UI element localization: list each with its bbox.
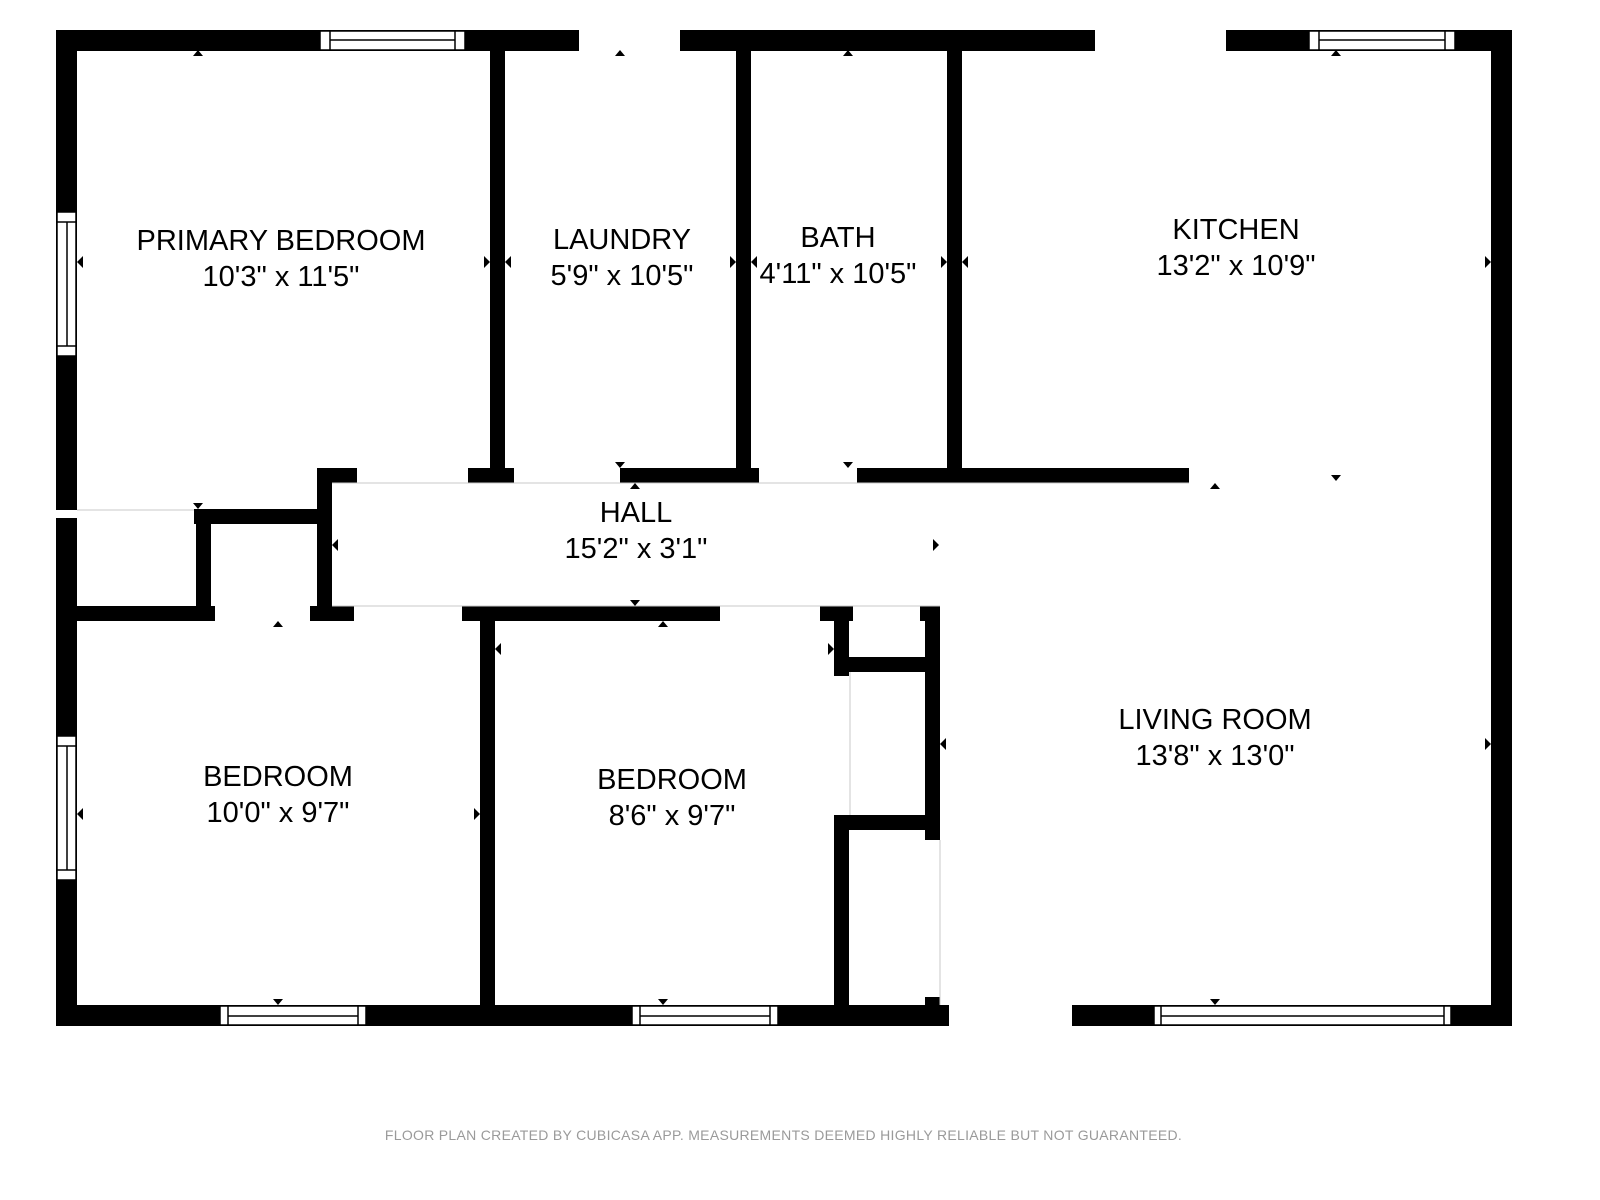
room-dimensions: 13'2" x 10'9" [1156,250,1316,282]
room-name: BEDROOM [203,761,353,793]
interior-walls [77,51,1189,1007]
room-name: LIVING ROOM [1118,704,1312,736]
window-left-bedroom [56,735,77,881]
threshold-lines [77,482,1189,1005]
room-dimensions: 10'0" x 9'7" [206,797,350,829]
dimension-markers [77,50,1491,1005]
room-bedroom-1: BEDROOM 10'0" x 9'7" [203,759,353,831]
room-laundry: LAUNDRY 5'9" x 10'5" [551,222,694,294]
room-dimensions: 5'9" x 10'5" [550,260,694,292]
window-left-primary-bedroom [56,211,77,357]
room-dimensions: 10'3" x 11'5" [202,261,360,293]
disclaimer-footer: FLOOR PLAN CREATED BY CUBICASA APP. MEAS… [384,1127,1183,1143]
room-dimensions: 4'11" x 10'5" [759,258,917,290]
room-bedroom-2: BEDROOM 8'6" x 9'7" [597,762,747,834]
windows [56,30,1456,1026]
room-bath: BATH 4'11" x 10'5" [760,220,917,292]
window-bottom-living-room [1153,1005,1452,1026]
room-primary-bedroom: PRIMARY BEDROOM 10'3" x 11'5" [137,223,426,295]
window-top-primary-bedroom [319,30,466,51]
room-name: HALL [599,497,673,529]
room-name: BATH [800,222,876,254]
room-dimensions: 8'6" x 9'7" [608,800,736,832]
room-name: KITCHEN [1172,214,1300,246]
room-kitchen: KITCHEN 13'2" x 10'9" [1156,212,1315,284]
room-dimensions: 15'2" x 3'1" [564,533,708,565]
room-name: LAUNDRY [552,224,692,256]
room-name: BEDROOM [597,764,747,796]
exterior-doorways [56,30,1226,1026]
window-top-kitchen [1308,30,1456,51]
room-name: PRIMARY BEDROOM [136,225,426,257]
room-hall: HALL 15'2" x 3'1" [565,495,708,567]
room-living-room: LIVING ROOM 13'8" x 13'0" [1118,702,1311,774]
exterior-walls [56,30,1512,1026]
window-bottom-bedroom-2 [631,1005,779,1026]
window-bottom-bedroom-1 [219,1005,367,1026]
room-dimensions: 13'8" x 13'0" [1135,740,1295,772]
